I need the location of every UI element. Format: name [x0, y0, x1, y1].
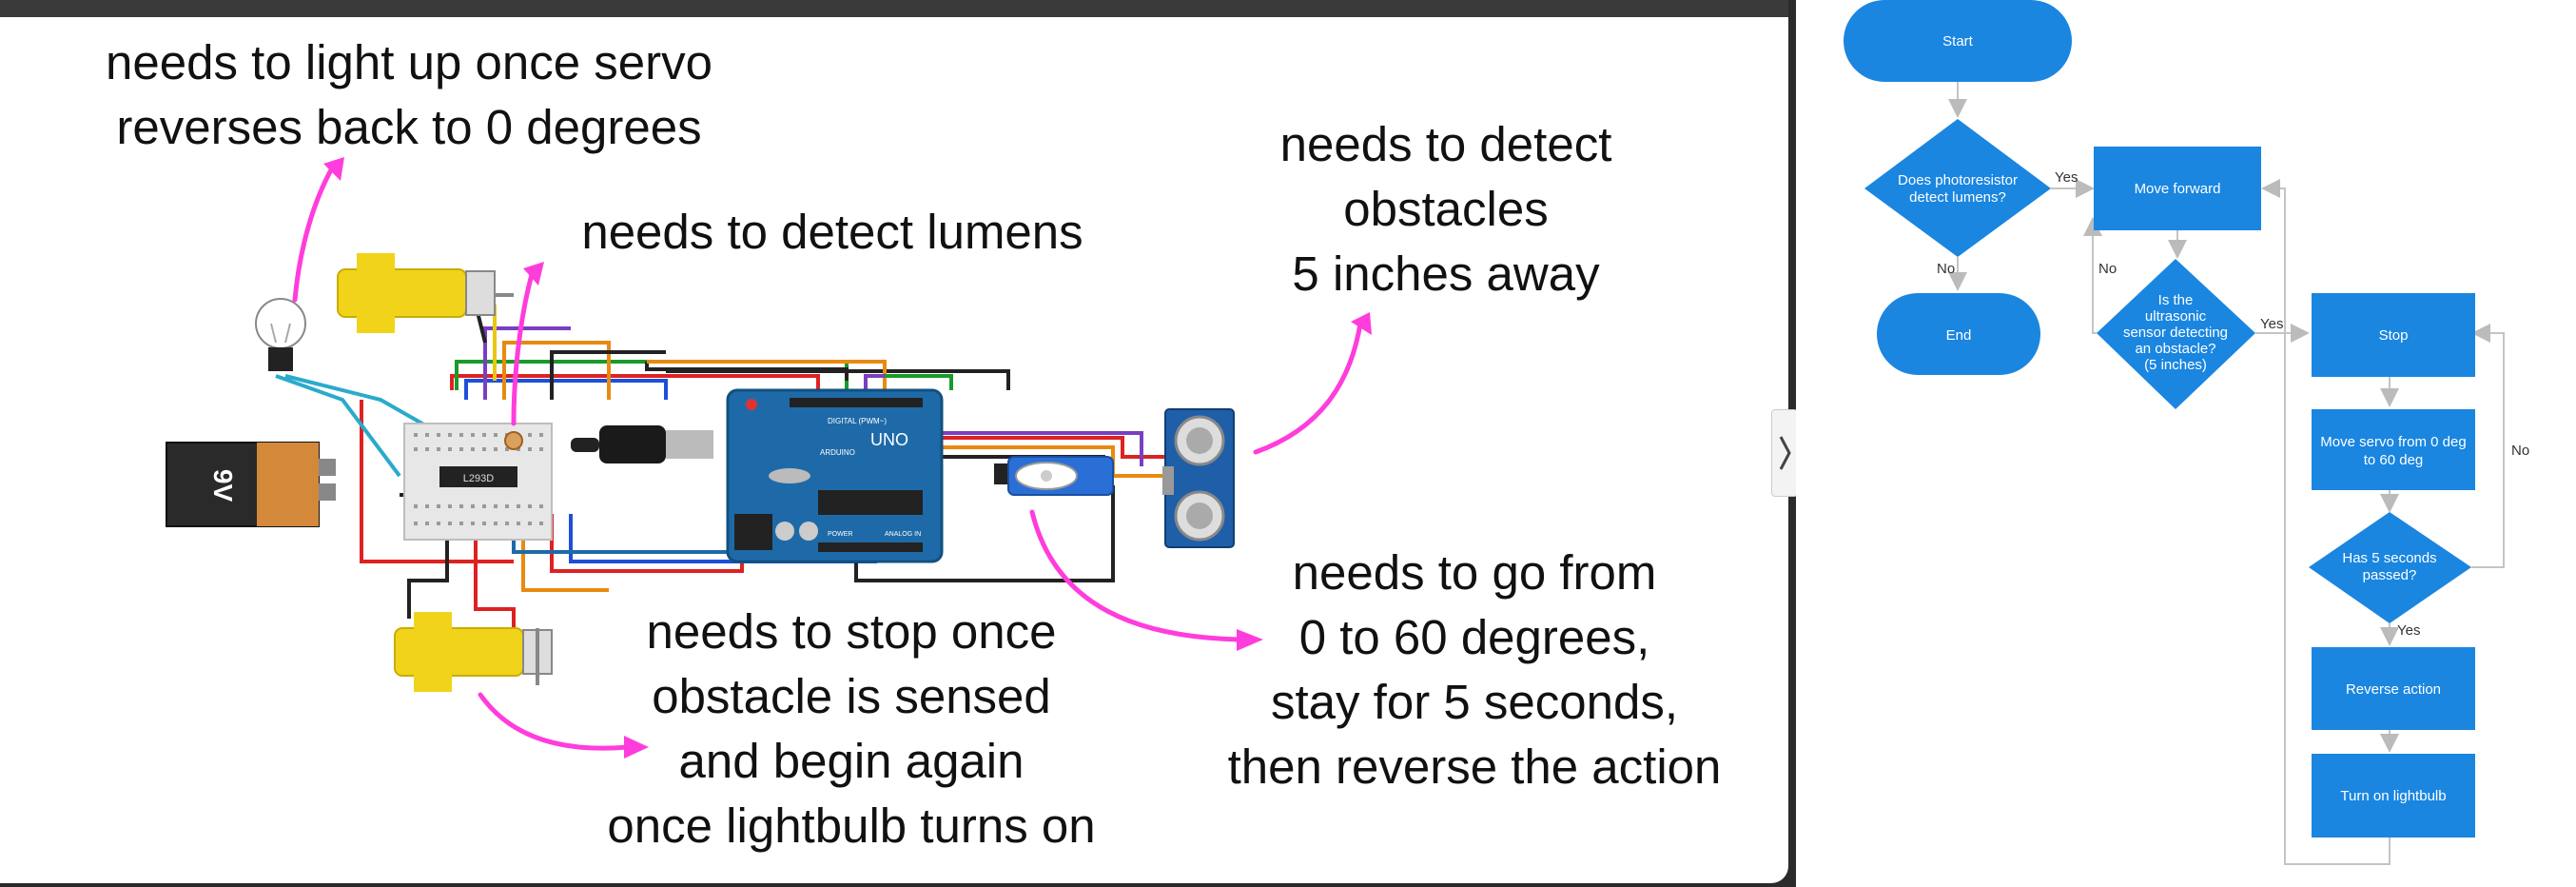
flow-connectors	[1948, 82, 2505, 865]
board-label: UNO	[870, 430, 908, 449]
flow-reverse: Reverse action	[2312, 647, 2475, 730]
ultrasonic-sensor	[1162, 408, 1235, 548]
flow-decision-photoresistor: Does photoresistor detect lumens?	[1864, 119, 2051, 257]
no-label: No	[1937, 261, 1955, 277]
flow-start: Start	[1844, 0, 2072, 82]
battery: 9V	[166, 442, 336, 527]
no-label: No	[2098, 261, 2117, 277]
decision-ultra-line: sensor detecting	[2123, 325, 2228, 341]
decision-ultra-line: (5 inches)	[2144, 357, 2207, 373]
start-label: Start	[1942, 33, 1974, 49]
move-forward-label: Move forward	[2135, 181, 2221, 197]
note-motor: needs to stop once obstacle is sensed an…	[561, 600, 1142, 858]
decision-photo-line: detect lumens?	[1909, 189, 2006, 206]
flow-move-forward: Move forward	[2094, 147, 2261, 230]
note-line: reverses back to 0 degrees	[116, 100, 702, 154]
move-servo-line: Move servo from 0 deg	[2320, 434, 2466, 450]
stop-label: Stop	[2379, 327, 2409, 344]
note-line: obstacle is sensed	[652, 669, 1051, 723]
motor-bottom	[394, 612, 553, 692]
circuit-panel: 9V L293D	[0, 0, 1788, 883]
decision-ultra-line: an obstacle?	[2135, 341, 2215, 357]
panel-top-bar	[0, 0, 1788, 17]
driver-chip-label: L293D	[463, 473, 494, 484]
decision-ultra-line: ultrasonic	[2145, 308, 2207, 325]
note-lightbulb: needs to light up once servo reverses ba…	[48, 30, 771, 160]
board-brand: ARDUINO	[820, 448, 855, 457]
note-servo: needs to go from 0 to 60 degrees, stay f…	[1170, 541, 1779, 799]
board-analog-label: ANALOG IN	[885, 531, 921, 538]
flowchart: Start Does photoresistor detect lumens? …	[1844, 0, 2529, 865]
end-label: End	[1946, 327, 1972, 344]
flow-decision-ultrasonic: Is the ultrasonic sensor detecting an ob…	[2097, 259, 2255, 409]
flow-lightbulb: Turn on lightbulb	[2312, 754, 2475, 838]
yes-label: Yes	[2397, 622, 2420, 639]
collapse-handle[interactable]	[1771, 409, 1798, 497]
lightbulb-label: Turn on lightbulb	[2340, 788, 2446, 804]
breadboard: L293D	[403, 423, 553, 541]
decision-photo-line: Does photoresistor	[1898, 172, 2018, 188]
driver-chip	[439, 466, 517, 487]
chevron-right-icon	[1779, 436, 1791, 470]
annotation-arrows	[292, 164, 1363, 751]
note-obstacles: needs to detect obstacles 5 inches away	[1218, 112, 1674, 306]
decision-time-line: passed?	[2363, 567, 2417, 583]
flow-decision-time: Has 5 seconds passed?	[2309, 512, 2471, 623]
circuit-diagram: 9V L293D	[166, 157, 1372, 759]
note-line: needs to detect lumens	[581, 205, 1083, 259]
move-servo-line: to 60 deg	[2364, 452, 2424, 468]
board-power-label: POWER	[828, 531, 852, 538]
note-line: needs to detect	[1279, 117, 1612, 171]
note-line: needs to stop once	[646, 604, 1057, 659]
board-pins-label: DIGITAL (PWM~)	[828, 417, 887, 425]
note-lumens: needs to detect lumens	[533, 200, 1132, 265]
flow-stop: Stop	[2312, 293, 2475, 377]
note-line: 0 to 60 degrees,	[1298, 610, 1650, 664]
annotation-arrowheads	[323, 157, 1372, 759]
yes-label: Yes	[2055, 169, 2078, 186]
lightbulb	[255, 298, 306, 371]
decision-time-line: Has 5 seconds	[2342, 550, 2436, 566]
arduino-board: DIGITAL (PWM~) UNO ARDUINO POWER ANALOG …	[726, 388, 944, 563]
servo	[994, 456, 1114, 496]
reverse-label: Reverse action	[2346, 681, 2441, 698]
note-line: needs to go from	[1292, 545, 1657, 600]
yes-label: Yes	[2260, 316, 2283, 332]
note-line: once lightbulb turns on	[607, 798, 1096, 853]
note-line: 5 inches away	[1292, 246, 1600, 301]
motor-top	[337, 253, 514, 333]
note-line: and begin again	[678, 734, 1025, 788]
no-label: No	[2511, 443, 2529, 459]
usb-cable	[571, 425, 713, 463]
note-line: obstacles	[1343, 182, 1549, 236]
flow-end: End	[1877, 293, 2040, 375]
flowchart-panel: Start Does photoresistor detect lumens? …	[1796, 0, 2576, 887]
decision-ultra-line: Is the	[2158, 292, 2194, 308]
photoresistor	[504, 431, 523, 450]
note-line: stay for 5 seconds,	[1270, 675, 1679, 729]
note-line: then reverse the action	[1227, 739, 1722, 794]
flow-move-servo: Move servo from 0 deg to 60 deg	[2312, 409, 2475, 490]
note-line: needs to light up once servo	[106, 35, 712, 89]
battery-label: 9V	[208, 469, 238, 503]
